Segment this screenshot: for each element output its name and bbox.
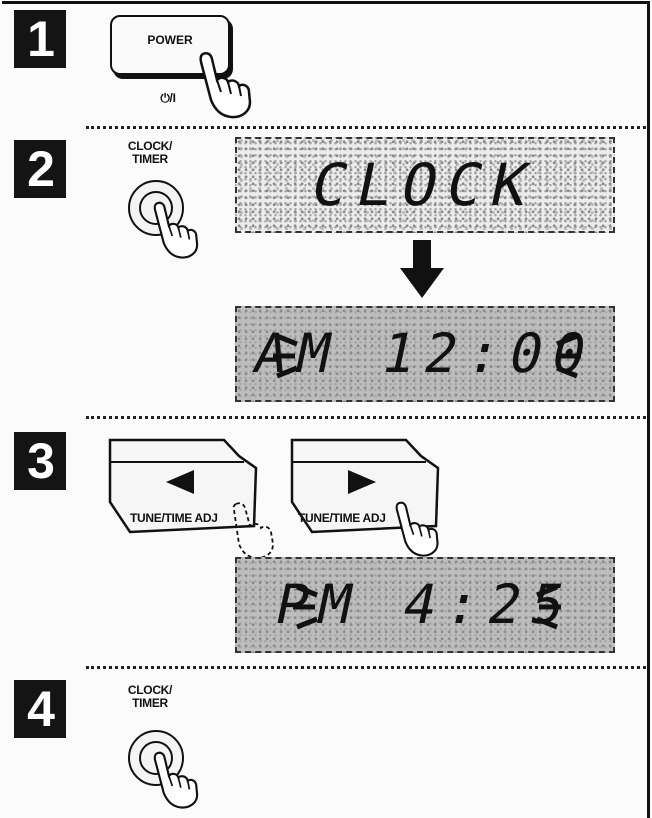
tune-left-button[interactable] — [104, 436, 274, 548]
blink-marks — [273, 333, 581, 379]
display-clock-text: CLOCK — [305, 151, 545, 219]
tune-right-label: TUNE/TIME ADJ — [298, 511, 386, 525]
step-divider — [86, 666, 646, 669]
hand-pointer-icon — [153, 201, 199, 259]
power-symbol: ⏻/I — [160, 91, 176, 105]
display-initial-time: AM 12:00 — [235, 306, 615, 402]
step-divider — [86, 126, 646, 129]
step-4-badge: 4 — [14, 680, 66, 738]
clock-timer-label: CLOCK/ TIMER — [127, 139, 173, 166]
hand-pointer-icon — [199, 51, 252, 119]
power-button[interactable]: POWER — [110, 15, 230, 75]
hand-pointer-icon — [395, 501, 439, 557]
tune-left-label: TUNE/TIME ADJ — [130, 511, 218, 525]
hand-pointer-dashed-icon — [232, 502, 274, 559]
hand-pointer-icon — [153, 751, 199, 809]
step-2-badge: 2 — [14, 140, 66, 198]
step-divider — [86, 416, 646, 419]
display-clock: CLOCK — [235, 137, 615, 233]
arrow-down-icon — [400, 240, 444, 298]
blink-marks — [293, 584, 561, 630]
clock-timer-label: CLOCK/ TIMER — [127, 683, 173, 710]
step-1-badge: 1 — [14, 10, 66, 68]
display-set-time: PM 4:25 — [235, 557, 615, 653]
power-button-label: POWER — [147, 33, 193, 47]
step-3-badge: 3 — [14, 432, 66, 490]
